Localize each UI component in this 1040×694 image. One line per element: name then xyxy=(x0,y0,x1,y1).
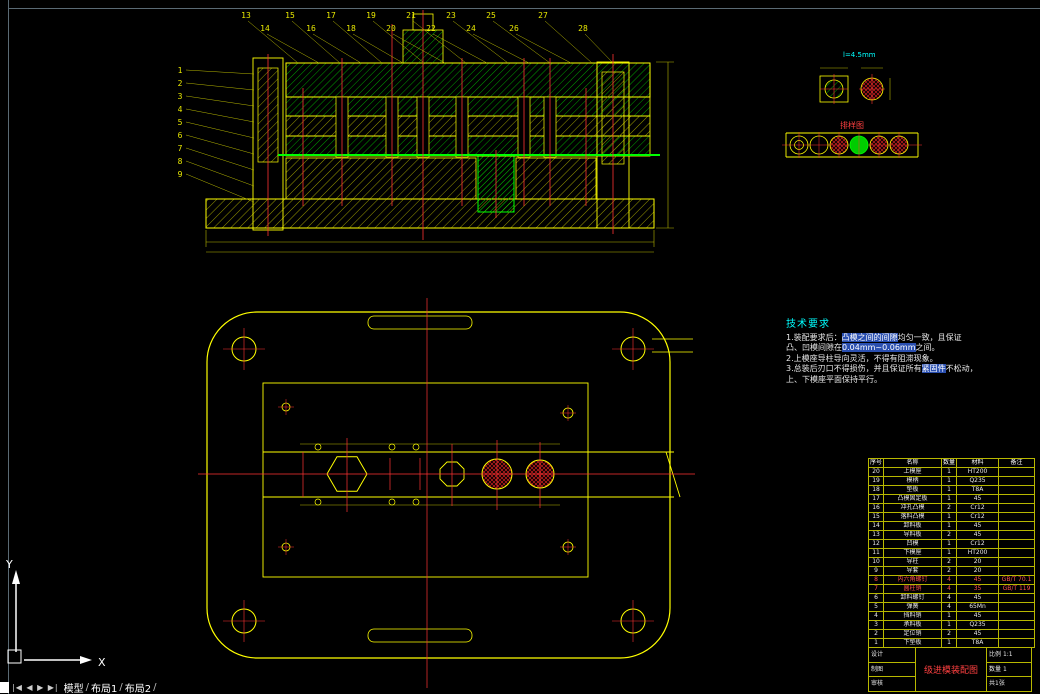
callout-number: 5 xyxy=(178,118,183,127)
callout-number: 2 xyxy=(178,79,183,88)
tab-separator: / xyxy=(119,681,123,693)
die-section-view xyxy=(205,10,674,253)
note-line: 凸、凹模间隙在0.04mm~0.06mm之间。 xyxy=(786,343,940,353)
strip-layout-view xyxy=(782,132,922,158)
callout-number: 18 xyxy=(346,24,356,33)
callout-number: 1 xyxy=(178,66,183,75)
callout-number: 7 xyxy=(178,144,183,153)
note-line: 上、下模座平面保持平行。 xyxy=(786,374,882,384)
window-border-top xyxy=(8,8,1040,9)
tab-layout2[interactable]: 布局2 xyxy=(124,683,152,694)
window-border-left xyxy=(8,0,9,694)
title-block-qty: 数量 1 xyxy=(987,663,1031,678)
layout-tab-bar: |◀ ◀ ▶ ▶| 模型 / 布局1 / 布局2 / xyxy=(0,680,1040,694)
callout-number: 6 xyxy=(178,131,183,140)
callout-number: 19 xyxy=(366,11,376,20)
layout-tab-nav-arrows[interactable]: |◀ ◀ ▶ ▶| xyxy=(12,682,59,692)
callout-number: 21 xyxy=(406,11,416,20)
callout-number: 8 xyxy=(178,157,183,166)
punch-detail-views xyxy=(819,67,891,104)
callout-number: 13 xyxy=(241,11,251,20)
title-block-sheet: 共1张 xyxy=(989,680,1005,688)
strip-layout-label: 排样图 xyxy=(840,121,864,130)
callout-number: 22 xyxy=(426,24,436,33)
callout-number: 27 xyxy=(538,11,548,20)
detail-dimension-note: l=4.5mm xyxy=(843,51,876,59)
tab-separator: / xyxy=(153,681,157,693)
ucs-icon: Y X xyxy=(5,558,106,669)
die-plan-view xyxy=(198,298,695,688)
callout-number: 26 xyxy=(509,24,519,33)
drawing-title: 级进模装配图 xyxy=(916,648,987,691)
title-block-draw-label: 制图 xyxy=(869,663,915,678)
callout-number: 24 xyxy=(466,24,476,33)
note-line: 2.上模座导柱导向灵活，不得有阻滞现象。 xyxy=(786,353,938,363)
title-block-design-label: 设计 xyxy=(869,648,915,663)
left-callouts: 1 2 3 4 5 6 7 8 9 xyxy=(178,66,255,203)
title-block-scale: 比例 1:1 xyxy=(987,648,1031,663)
callout-number: 17 xyxy=(326,11,336,20)
callout-number: 9 xyxy=(178,170,183,179)
callout-number: 25 xyxy=(486,11,496,20)
callout-number: 16 xyxy=(306,24,316,33)
note-line: 3.总装后刃口不得损伤，并且保证所有紧固件不松动， xyxy=(786,364,978,374)
ucs-y-label: Y xyxy=(5,558,13,571)
bom-header-row: 序号名称数量材料备注 xyxy=(867,458,1036,468)
corner-box xyxy=(0,681,9,693)
tab-separator: / xyxy=(85,681,90,693)
callout-number: 20 xyxy=(386,24,396,33)
title-block-check-label: 审核 xyxy=(871,680,884,688)
tab-model[interactable]: 模型 xyxy=(63,683,84,694)
callout-number: 28 xyxy=(578,24,588,33)
ucs-x-label: X xyxy=(98,656,106,669)
callout-number: 14 xyxy=(260,24,270,33)
callout-number: 15 xyxy=(285,11,295,20)
title-block: 设计 制图 审核 级进模装配图 比例 1:1 数量 1 共1张 xyxy=(868,647,1032,692)
technical-notes: 技术要求 1.装配要求后：凸模之间的间隙均匀一致，且保证凸、凹模间隙在0.04m… xyxy=(786,318,978,385)
tab-layout1[interactable]: 布局1 xyxy=(91,683,118,694)
top-callouts: 13 14 15 16 17 18 19 20 21 22 23 24 25 26 27 28 xyxy=(241,11,614,64)
callout-number: 4 xyxy=(178,105,183,114)
callout-number: 3 xyxy=(178,92,183,101)
callout-number: 23 xyxy=(446,11,456,20)
note-line: 1.装配要求后：凸模之间的间隙均匀一致，且保证 xyxy=(786,333,962,342)
notes-title: 技术要求 xyxy=(786,319,830,330)
